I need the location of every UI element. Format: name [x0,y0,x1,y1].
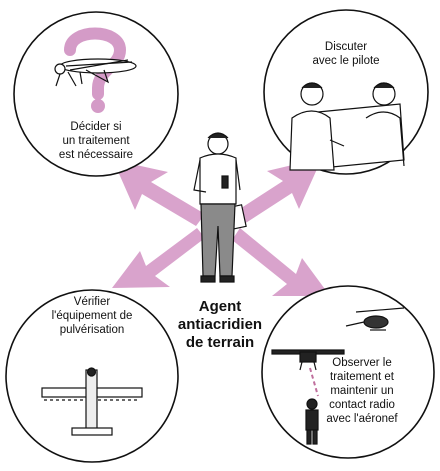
locust-icon [54,58,137,87]
aircraft-fuselage [85,369,98,433]
officer-boot-left [200,275,216,283]
center-title-line-1: Agent [198,298,242,315]
arrow-bottom-right [232,228,330,296]
officer-shirt [199,153,237,205]
center-title-line-3: de terrain [185,334,255,351]
label-bottom-right-line-2: traitement et [330,371,395,383]
arrow-top-left [113,160,205,226]
aircraft-tail [71,427,113,436]
pilot-figure [365,82,405,167]
officer-trousers [200,203,236,277]
officer-arm-right [235,159,241,191]
arrow-bottom-left [112,228,205,288]
label-bottom-right-line-3: maintenir un [330,385,393,397]
center-title: Agent antiacridien de terrain [168,298,272,352]
aircraft-propeller-hub [86,367,97,377]
label-bottom-left-line-1: Vérifier [74,296,111,308]
aircraft-helicopter-radio-icon [271,307,405,445]
label-top-left-line-3: est nécessaire [59,149,133,161]
center-title-line-2: antiacridien [177,316,263,333]
officer-arm-left [193,159,207,193]
label-bottom-left-line-2: l'équipement de [52,310,133,322]
helicopter-icon [345,307,405,331]
label-top-left-line-1: Décider si [70,121,121,133]
label-top-right-line-2: avec le pilote [312,55,379,67]
panel-circle-bottom-right [261,285,435,459]
officer-pilot-map-icon [289,82,405,171]
arrow-top-right [232,158,322,226]
radio-link-dashed-line [309,367,319,397]
question-mark-dot [91,99,105,113]
locust-question-icon [54,27,137,113]
officer-boot-right [219,275,235,283]
ground-officer-icon [305,398,319,445]
officer-figure [289,82,345,171]
label-top-right-line-1: Discuter [325,41,367,53]
label-bottom-right-line-1: Observer le [332,357,391,369]
label-bottom-right-line-4: contact radio [329,399,395,411]
aircraft-silhouette-icon [271,349,345,371]
arrows [112,158,330,296]
radio-handset [221,175,229,189]
label-top-left-line-2: un traitement [62,135,130,147]
spray-aircraft-icon [41,367,143,436]
label-bottom-left-line-3: pulvérisation [60,324,125,336]
label-bottom-right-line-5: avec l'aéronef [326,413,398,425]
field-officer-icon [193,132,247,283]
